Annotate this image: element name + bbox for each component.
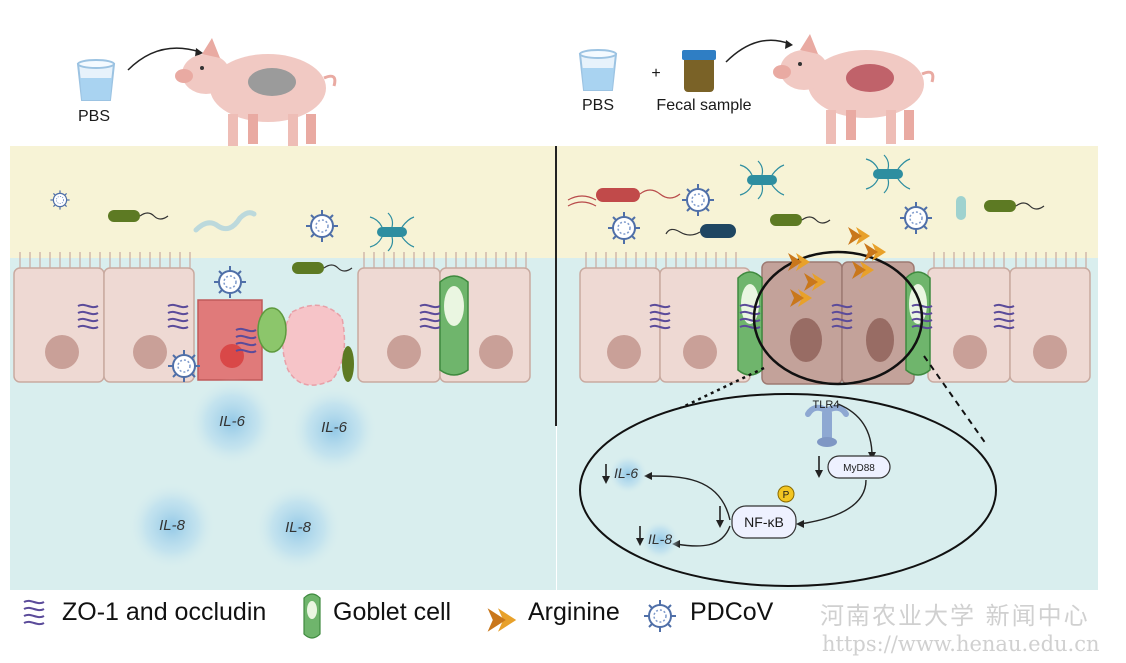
gut-gray-icon xyxy=(248,68,296,96)
legend-zo1-label: ZO-1 and occludin xyxy=(62,598,267,626)
lumen-right xyxy=(557,146,1098,258)
cytokine-il8: IL-8 xyxy=(159,517,186,534)
plus-sign: + xyxy=(651,65,660,82)
zoom-circle xyxy=(752,250,924,386)
zo1-occludin-icon xyxy=(23,599,45,626)
tlr4-label: TLR4 xyxy=(813,399,840,411)
water-cup-icon xyxy=(579,49,617,91)
phosphate-label: P xyxy=(783,490,790,501)
legend-pdcov-label: PDCoV xyxy=(690,598,774,626)
pig-icon xyxy=(771,32,935,146)
fecal-sample-label: Fecal sample xyxy=(656,97,751,114)
right-microbes xyxy=(567,154,1045,307)
pbs-label-right: PBS xyxy=(582,97,614,114)
cytokine-il6: IL-6 xyxy=(219,413,246,430)
right-treatment: PBS + Fecal sample xyxy=(579,32,935,146)
myd88-box xyxy=(827,455,891,479)
damaged-cell xyxy=(282,304,346,386)
legend-arginine-label: Arginine xyxy=(528,598,620,626)
left-cytokines: IL-6 IL-6 IL-8 IL-8 xyxy=(128,378,378,572)
bacterium-icon xyxy=(956,196,966,220)
goblet-cell-icon xyxy=(303,593,321,639)
right-epithelium xyxy=(579,250,1091,386)
pdcov-icon xyxy=(643,599,677,633)
arginine-icon xyxy=(487,608,517,632)
left-epithelium xyxy=(13,252,531,386)
tlr4-receptor-icon xyxy=(805,404,849,447)
infected-cell xyxy=(197,299,263,381)
left-microbes xyxy=(49,189,415,383)
water-cup-icon xyxy=(77,59,115,101)
nfkb-box xyxy=(731,505,797,539)
nfkb-label: NF-κB xyxy=(744,514,784,530)
gut-red-icon xyxy=(846,64,894,92)
fecal-jar-icon xyxy=(682,50,716,92)
left-treatment: PBS xyxy=(77,36,337,150)
pbs-label-left: PBS xyxy=(78,108,110,125)
cytokine-il6: IL-6 xyxy=(321,419,348,436)
watermark-url: https://www.henau.edu.cn xyxy=(822,632,1100,656)
myd88-label: MyD88 xyxy=(843,463,875,474)
legend-goblet-label: Goblet cell xyxy=(333,598,452,626)
il6-down-label: IL-6 xyxy=(614,465,638,481)
il8-down-label: IL-8 xyxy=(648,531,672,547)
bacterium-icon xyxy=(665,224,736,238)
watermark-title: 河南农业大学 新闻中心 xyxy=(820,602,1090,630)
cytokine-il8: IL-8 xyxy=(285,519,312,536)
legend-icons xyxy=(23,593,677,639)
phosphate-icon xyxy=(777,485,795,503)
lumen-left xyxy=(10,146,556,258)
signaling-pathway: TLR4 MyD88 NF-κB P IL-6 IL-8 xyxy=(602,399,891,560)
